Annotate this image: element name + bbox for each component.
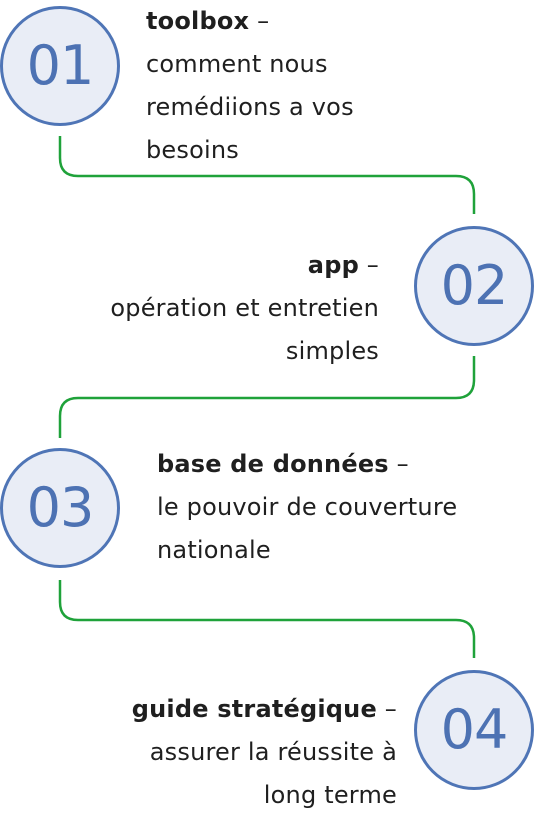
step-number-04: 04 — [440, 698, 509, 761]
step-number-01: 01 — [26, 34, 95, 97]
step-heading-02: app – — [110, 244, 379, 287]
step-heading-01: toolbox – — [146, 0, 354, 43]
step-number-circle-01: 01 — [0, 6, 120, 126]
step-line-02-2: simples — [285, 337, 379, 365]
step-text-04: guide stratégique – assurer la réussite … — [132, 688, 397, 817]
step-text-01: toolbox – comment nous remédiions a vos … — [146, 0, 354, 172]
step-dash-04: – — [384, 695, 397, 723]
step-line-01-1: comment nous — [146, 50, 328, 78]
step-number-03: 03 — [26, 476, 95, 539]
step-title-01: toolbox — [146, 7, 250, 35]
step-title-03: base de données — [157, 450, 389, 478]
step-title-04: guide stratégique — [131, 695, 377, 723]
step-line-04-2: long terme — [263, 781, 397, 809]
step-dash-02: – — [366, 251, 379, 279]
step-number-circle-02: 02 — [414, 226, 534, 346]
step-dash-03: – — [396, 450, 409, 478]
connector-03-04 — [58, 580, 476, 658]
step-line-02-1: opération et entretien — [110, 294, 379, 322]
step-title-02: app — [307, 251, 359, 279]
step-number-circle-04: 04 — [414, 670, 534, 790]
step-text-03: base de données – le pouvoir de couvertu… — [157, 443, 457, 572]
step-line-01-2: remédiions a vos — [146, 93, 354, 121]
step-line-04-1: assurer la réussite à — [149, 738, 397, 766]
step-number-02: 02 — [440, 254, 509, 317]
step-line-03-1: le pouvoir de couverture — [157, 493, 458, 521]
step-number-circle-03: 03 — [0, 448, 120, 568]
step-line-01-3: besoins — [146, 136, 239, 164]
connector-02-03 — [58, 356, 476, 438]
step-dash-01: – — [257, 7, 270, 35]
step-text-02: app – opération et entretien simples — [110, 244, 379, 373]
step-heading-04: guide stratégique – — [132, 688, 397, 731]
step-line-03-2: nationale — [157, 536, 271, 564]
connector-01-02 — [58, 136, 476, 214]
step-heading-03: base de données – — [157, 443, 457, 486]
